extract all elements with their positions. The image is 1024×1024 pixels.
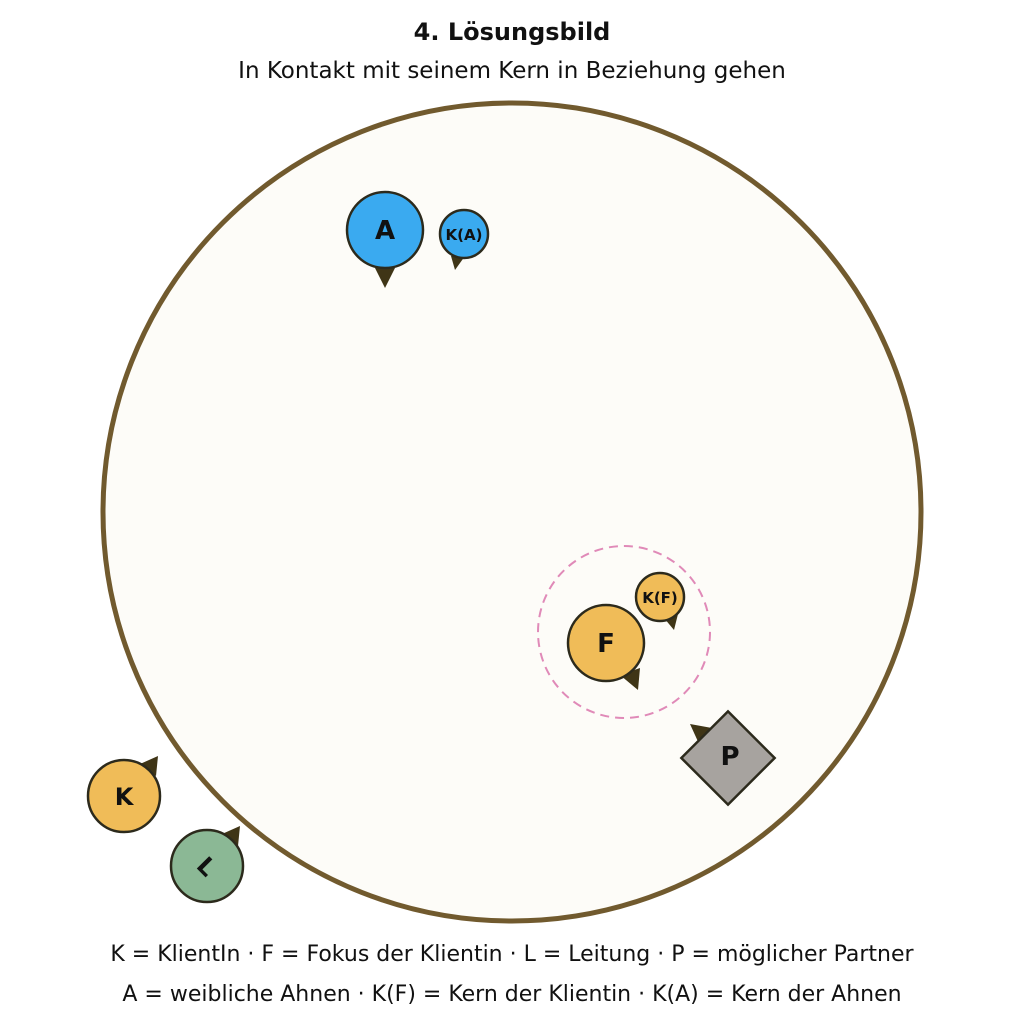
- token-circle: [86, 758, 162, 834]
- token-kern-klientin[interactable]: K(F): [634, 571, 686, 630]
- token-square: [679, 709, 777, 807]
- token-circle: [345, 190, 425, 270]
- direction-marker: [140, 756, 158, 776]
- token-leitung[interactable]: L: [169, 826, 245, 904]
- direction-marker: [375, 268, 395, 288]
- direction-marker: [451, 256, 465, 270]
- token-circle: [634, 571, 686, 623]
- direction-marker: [222, 826, 240, 846]
- token-label: A: [375, 216, 395, 246]
- token-label: P: [720, 742, 739, 772]
- page-subtitle: In Kontakt mit seinem Kern in Beziehung …: [238, 58, 786, 84]
- token-label: K(A): [446, 226, 483, 244]
- constellation-field: [100, 100, 924, 924]
- token-circle: [566, 603, 646, 683]
- token-kern-ahnen[interactable]: K(A): [438, 208, 490, 270]
- token-fokus[interactable]: F: [566, 603, 646, 690]
- token-partner[interactable]: P: [679, 709, 777, 807]
- token-label: K(F): [642, 589, 678, 607]
- token-label: F: [597, 629, 615, 659]
- focus-ring: [537, 545, 711, 719]
- token-label: K: [115, 783, 135, 811]
- page-title: 4. Lösungsbild: [413, 18, 611, 46]
- token-ahnen[interactable]: A: [345, 190, 425, 288]
- legend-line-1: K = KlientIn · F = Fokus der Klientin · …: [110, 942, 914, 967]
- direction-marker: [690, 724, 712, 746]
- token-circle: [438, 208, 490, 260]
- legend-line-2: A = weibliche Ahnen · K(F) = Kern der Kl…: [122, 982, 902, 1007]
- token-klientin[interactable]: K: [86, 756, 162, 834]
- token-circle: [169, 828, 245, 904]
